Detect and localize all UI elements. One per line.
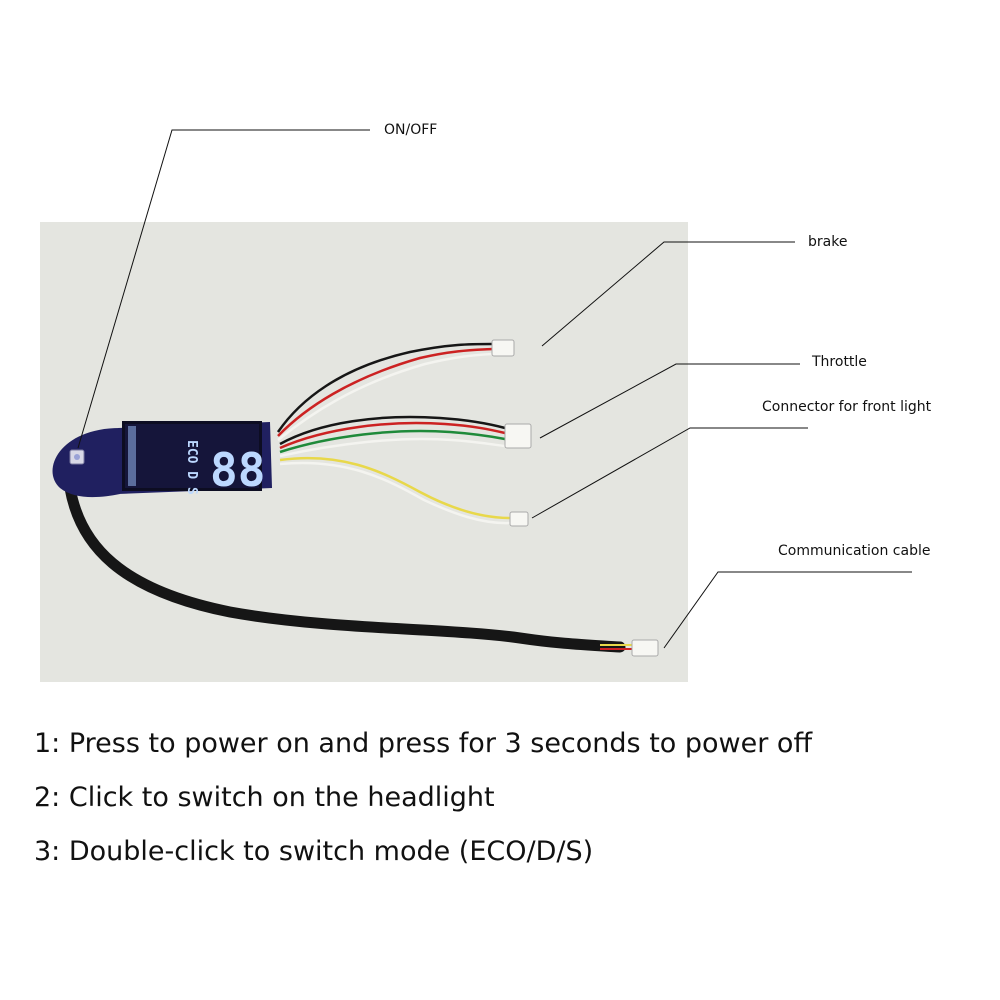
lcd-display-glow	[125, 424, 259, 488]
front-light-wire-white	[279, 461, 511, 525]
power-button-cap-icon	[74, 454, 80, 460]
lcd-battery-bar	[128, 426, 136, 486]
brake-label: brake	[808, 234, 848, 250]
throttle-wire-white	[279, 437, 506, 458]
front-light-wire-yellow	[279, 456, 511, 520]
display-speed-digits: 88	[210, 443, 265, 497]
brake-leader-line	[541, 241, 795, 347]
onoff-leader-line	[77, 129, 370, 449]
display-mode-text: ECO D S	[184, 440, 199, 495]
instructions-list: 1: Press to power on and press for 3 sec…	[34, 722, 974, 884]
throttle-wire-red	[279, 421, 506, 450]
throttle-label: Throttle	[812, 354, 867, 370]
brake-wire-black	[276, 342, 493, 433]
comm-cable-leader-line	[663, 571, 912, 649]
front-light-label: Connector for front light	[762, 399, 932, 415]
front-light-connector	[509, 511, 529, 527]
throttle-leader-line	[539, 363, 800, 439]
communication-cable-wire	[64, 482, 626, 653]
dashboard-pcb-rounded-end	[52, 428, 120, 498]
front-light-leader-line	[531, 427, 808, 519]
throttle-connector	[504, 423, 532, 449]
instruction-3: 3: Double-click to switch mode (ECO/D/S)	[34, 836, 594, 867]
instruction-1: 1: Press to power on and press for 3 sec…	[34, 728, 813, 759]
comm-cable-label: Communication cable	[778, 543, 931, 559]
communication-connector	[631, 639, 659, 657]
brake-connector	[491, 339, 515, 357]
throttle-wire-black	[279, 415, 506, 446]
onoff-label: ON/OFF	[384, 122, 438, 138]
throttle-wire-green	[279, 429, 506, 454]
brake-wire-red	[277, 347, 493, 437]
instruction-2: 2: Click to switch on the headlight	[34, 782, 495, 813]
brake-wire-white	[277, 352, 493, 441]
